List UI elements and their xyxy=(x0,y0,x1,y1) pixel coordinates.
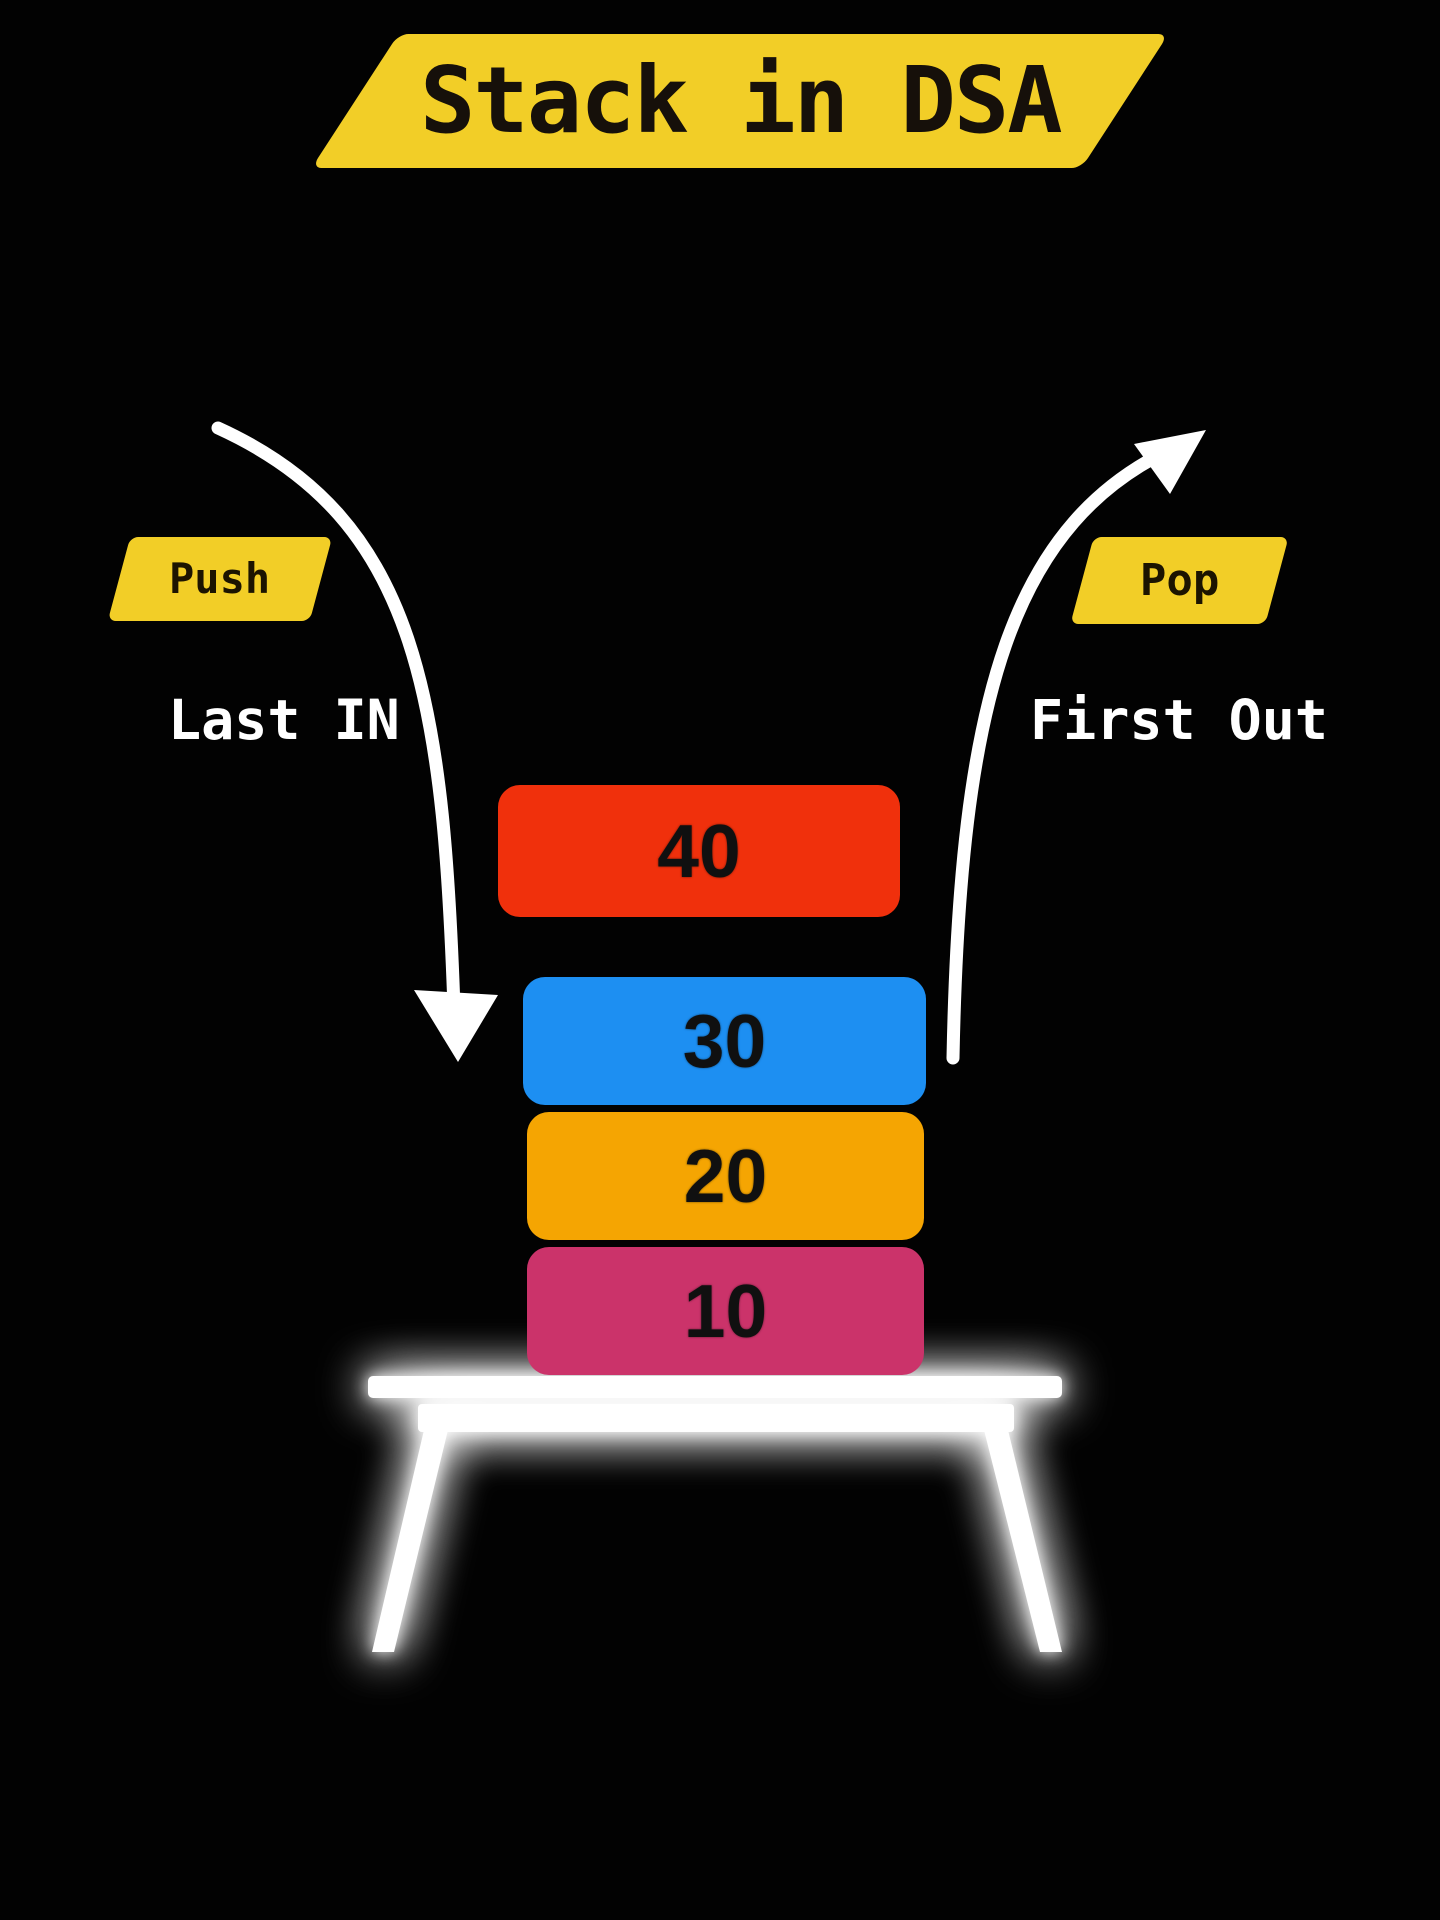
page-title: Stack in DSA xyxy=(419,47,1061,154)
table-left-leg xyxy=(372,1430,448,1652)
pop-label: Pop xyxy=(1139,554,1220,606)
table xyxy=(368,1376,1062,1652)
stack-block-value: 10 xyxy=(683,1268,768,1353)
pop-arrowhead-icon xyxy=(1134,430,1206,494)
stack-block: 20 xyxy=(527,1112,924,1240)
pop-label-tag: Pop xyxy=(1070,537,1289,624)
pop-caption: First Out xyxy=(1030,688,1329,752)
title-banner: Stack in DSA xyxy=(311,34,1169,168)
push-caption: Last IN xyxy=(168,688,400,752)
stack-block-value: 40 xyxy=(657,808,741,893)
table-apron xyxy=(418,1404,1014,1432)
stack-block-top: 40 xyxy=(498,785,900,917)
stack-block: 30 xyxy=(523,977,926,1105)
push-arrowhead-icon xyxy=(414,990,498,1062)
stack-block-value: 20 xyxy=(683,1133,768,1218)
stack-block-value: 30 xyxy=(682,998,767,1083)
push-label-tag: Push xyxy=(107,537,333,621)
stack-block-bottom: 10 xyxy=(527,1247,924,1375)
push-label: Push xyxy=(169,554,271,603)
table-right-leg xyxy=(984,1430,1062,1652)
table-top xyxy=(368,1376,1062,1398)
